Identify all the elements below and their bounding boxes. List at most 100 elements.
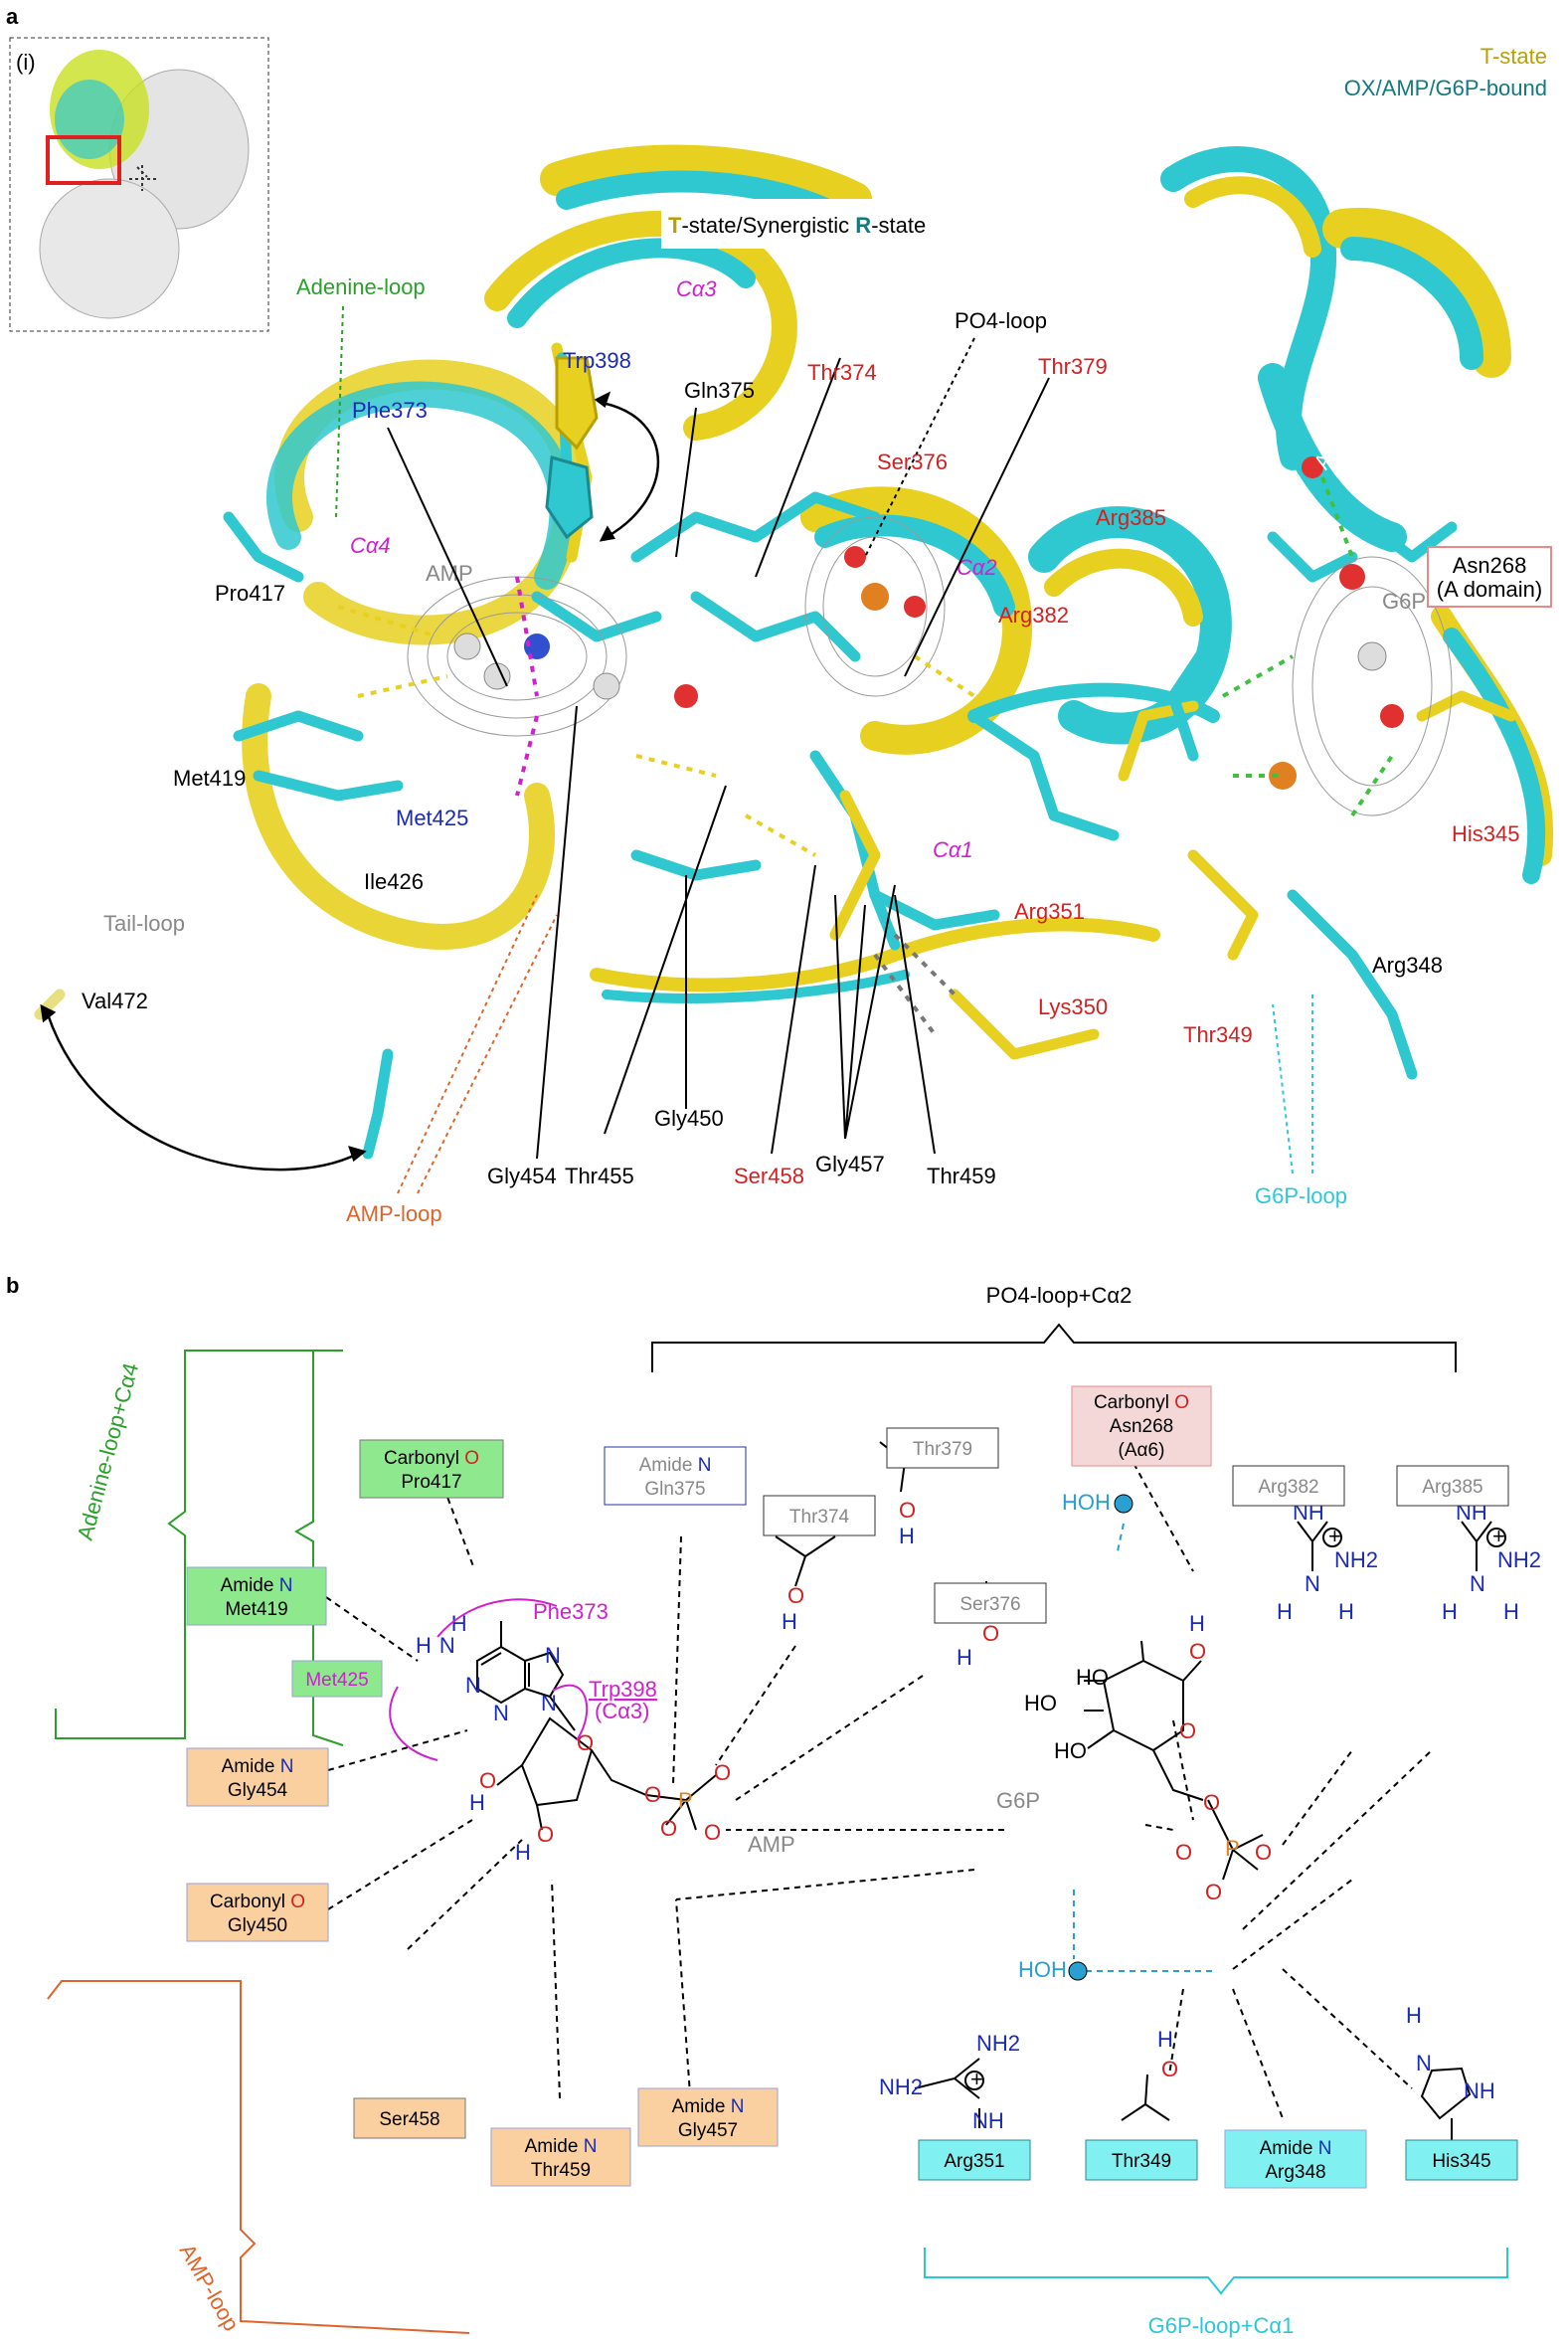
g6p-o1: O — [1189, 1639, 1206, 1664]
svg-text:Thr459: Thr459 — [531, 2160, 591, 2181]
water-molecules — [1068, 1494, 1133, 1981]
his345-n: N — [1416, 2051, 1432, 2075]
g6p-p: P — [1225, 1836, 1240, 1861]
label-his345: His345 — [1452, 821, 1519, 846]
arg382-plus: + — [1328, 1524, 1341, 1548]
residue-box-pro417: Carbonyl O Pro417 — [359, 1439, 504, 1499]
label-arg351: Arg351 — [1014, 899, 1085, 924]
g6p-op2: O — [1175, 1840, 1192, 1865]
residue-box-gly457: Amide N Gly457 — [637, 2087, 779, 2147]
svg-text:Amide N: Amide N — [221, 1575, 293, 1596]
label-ser376: Ser376 — [877, 450, 948, 474]
ser376-h: H — [957, 1645, 972, 1670]
arg351-nh: NH — [972, 2108, 1004, 2133]
residue-box-arg348: Amide N Arg348 — [1224, 2129, 1367, 2189]
protein-ribbons — [242, 144, 1554, 1003]
label-arg382: Arg382 — [998, 603, 1069, 628]
po4-loop-label: PO4-loop — [955, 308, 1047, 333]
g6p-phosphate — [1207, 1799, 1264, 1881]
adenine-n7: N — [545, 1643, 561, 1668]
thr349-his345 — [1121, 2067, 1472, 2150]
tail-loop-label: Tail-loop — [103, 911, 185, 936]
svg-text:Amide N: Amide N — [639, 1455, 712, 1476]
legend-ox-bound: OX/AMP/G6P-bound — [1344, 76, 1547, 100]
label-gly457: Gly457 — [815, 1152, 885, 1176]
label-arg348: Arg348 — [1372, 953, 1443, 978]
label-val472: Val472 — [82, 989, 148, 1013]
svg-text:Amide N: Amide N — [672, 2096, 745, 2117]
svg-text:Thr374: Thr374 — [789, 1507, 850, 1528]
residue-box-gly454: Amide N Gly454 — [186, 1747, 329, 1807]
amp-o1: O — [714, 1760, 731, 1785]
arg351-nh2-top: NH2 — [976, 2031, 1020, 2056]
trp398-arc-label: Trp398 — [589, 1677, 657, 1702]
state-banner: T-state/Synergistic R-state — [668, 213, 926, 238]
g6p-op1: O — [1255, 1840, 1272, 1865]
svg-text:Pro417: Pro417 — [401, 1472, 461, 1493]
label-trp398: Trp398 — [563, 348, 631, 373]
panel-a-letter: a — [6, 4, 19, 29]
water-label-2: HOH — [1018, 1957, 1067, 1982]
g6p-label: G6P — [1382, 589, 1426, 614]
arg351-group — [914, 2058, 984, 2128]
g6p-ligand-label: G6P — [996, 1788, 1040, 1813]
g6p-ho-3: HO — [1054, 1738, 1087, 1763]
g6p-ring — [1084, 1640, 1204, 1801]
svg-text:Amide N: Amide N — [1260, 2138, 1332, 2159]
inset-overview: (i) — [9, 37, 269, 332]
amp-loop-bracket: AMP-loop — [175, 2240, 245, 2335]
helix-label-ca3: Cα3 — [676, 276, 717, 301]
ribose-h2: H — [469, 1790, 485, 1815]
svg-text:Amide N: Amide N — [222, 1756, 294, 1777]
svg-text:Met425: Met425 — [305, 1670, 368, 1691]
arg-guanidinium-top — [1297, 1521, 1506, 1571]
svg-text:Met419: Met419 — [225, 1599, 287, 1620]
thr374-o: O — [787, 1583, 804, 1608]
panel-b-letter: b — [6, 1273, 19, 1298]
hbond-dashes — [337, 476, 1394, 1036]
label-thr374: Thr374 — [807, 360, 877, 385]
inset-highlight-box — [46, 135, 121, 185]
g6p-ligand — [1269, 456, 1404, 790]
arg385-h1: H — [1442, 1599, 1458, 1624]
phe373-arc-label: Phe373 — [533, 1599, 609, 1624]
label-phe373: Phe373 — [352, 398, 428, 423]
residue-box-arg382: Arg382 — [1232, 1465, 1345, 1507]
ribose-h3: H — [515, 1840, 531, 1865]
adenine-bracket-line — [55, 1350, 342, 1739]
residue-box-thr374: Thr374 — [763, 1495, 876, 1536]
residue-box-thr459: Amide N Thr459 — [490, 2127, 631, 2187]
svg-text:Ser458: Ser458 — [379, 2109, 439, 2130]
adenine-n9: N — [541, 1691, 557, 1715]
svg-text:Arg385: Arg385 — [1422, 1477, 1482, 1498]
residue-box-ser376: Ser376 — [934, 1582, 1047, 1624]
g6p-ring-o: O — [1179, 1718, 1196, 1743]
arg382-nh2: NH2 — [1334, 1547, 1378, 1572]
label-lys350: Lys350 — [1038, 994, 1108, 1019]
g6p-ho-1: HO — [1076, 1665, 1109, 1690]
svg-text:His345: His345 — [1432, 2151, 1490, 2172]
svg-text:Arg351: Arg351 — [944, 2151, 1004, 2172]
label-thr349: Thr349 — [1183, 1022, 1253, 1047]
ribose-o3: O — [537, 1822, 554, 1847]
svg-text:AMP-loop: AMP-loop — [175, 2240, 245, 2335]
svg-text:Thr349: Thr349 — [1112, 2151, 1171, 2172]
label-thr455: Thr455 — [565, 1164, 634, 1188]
residue-box-ser458: Ser458 — [353, 2097, 466, 2139]
state-banner-bg — [661, 199, 969, 249]
trp398-rings — [545, 356, 599, 540]
helix-label-ca4: Cα4 — [350, 533, 391, 558]
adenine-n1: N — [465, 1673, 481, 1698]
conformational-arrows — [40, 391, 660, 1172]
residue-box-his345: His345 — [1405, 2139, 1518, 2181]
svg-text:Gly454: Gly454 — [228, 1780, 288, 1801]
label-ile426: Ile426 — [364, 869, 424, 894]
arg351-nh2-left: NH2 — [879, 2074, 923, 2099]
structure-figure: a T-state OX/AMP/G6P-bound (i) T-state/S… — [6, 4, 1554, 1226]
residue-box-thr379: Thr379 — [886, 1427, 999, 1469]
interaction-diagram: b PO4-loop+Cα2 Adenine-loop+Cα4 AMP-loop — [6, 1273, 1541, 2338]
g6p-op3: O — [1205, 1880, 1222, 1904]
svg-text:Amide N: Amide N — [525, 2136, 598, 2157]
water-label-1: HOH — [1062, 1490, 1111, 1515]
svg-text:Carbonyl O: Carbonyl O — [384, 1448, 479, 1469]
